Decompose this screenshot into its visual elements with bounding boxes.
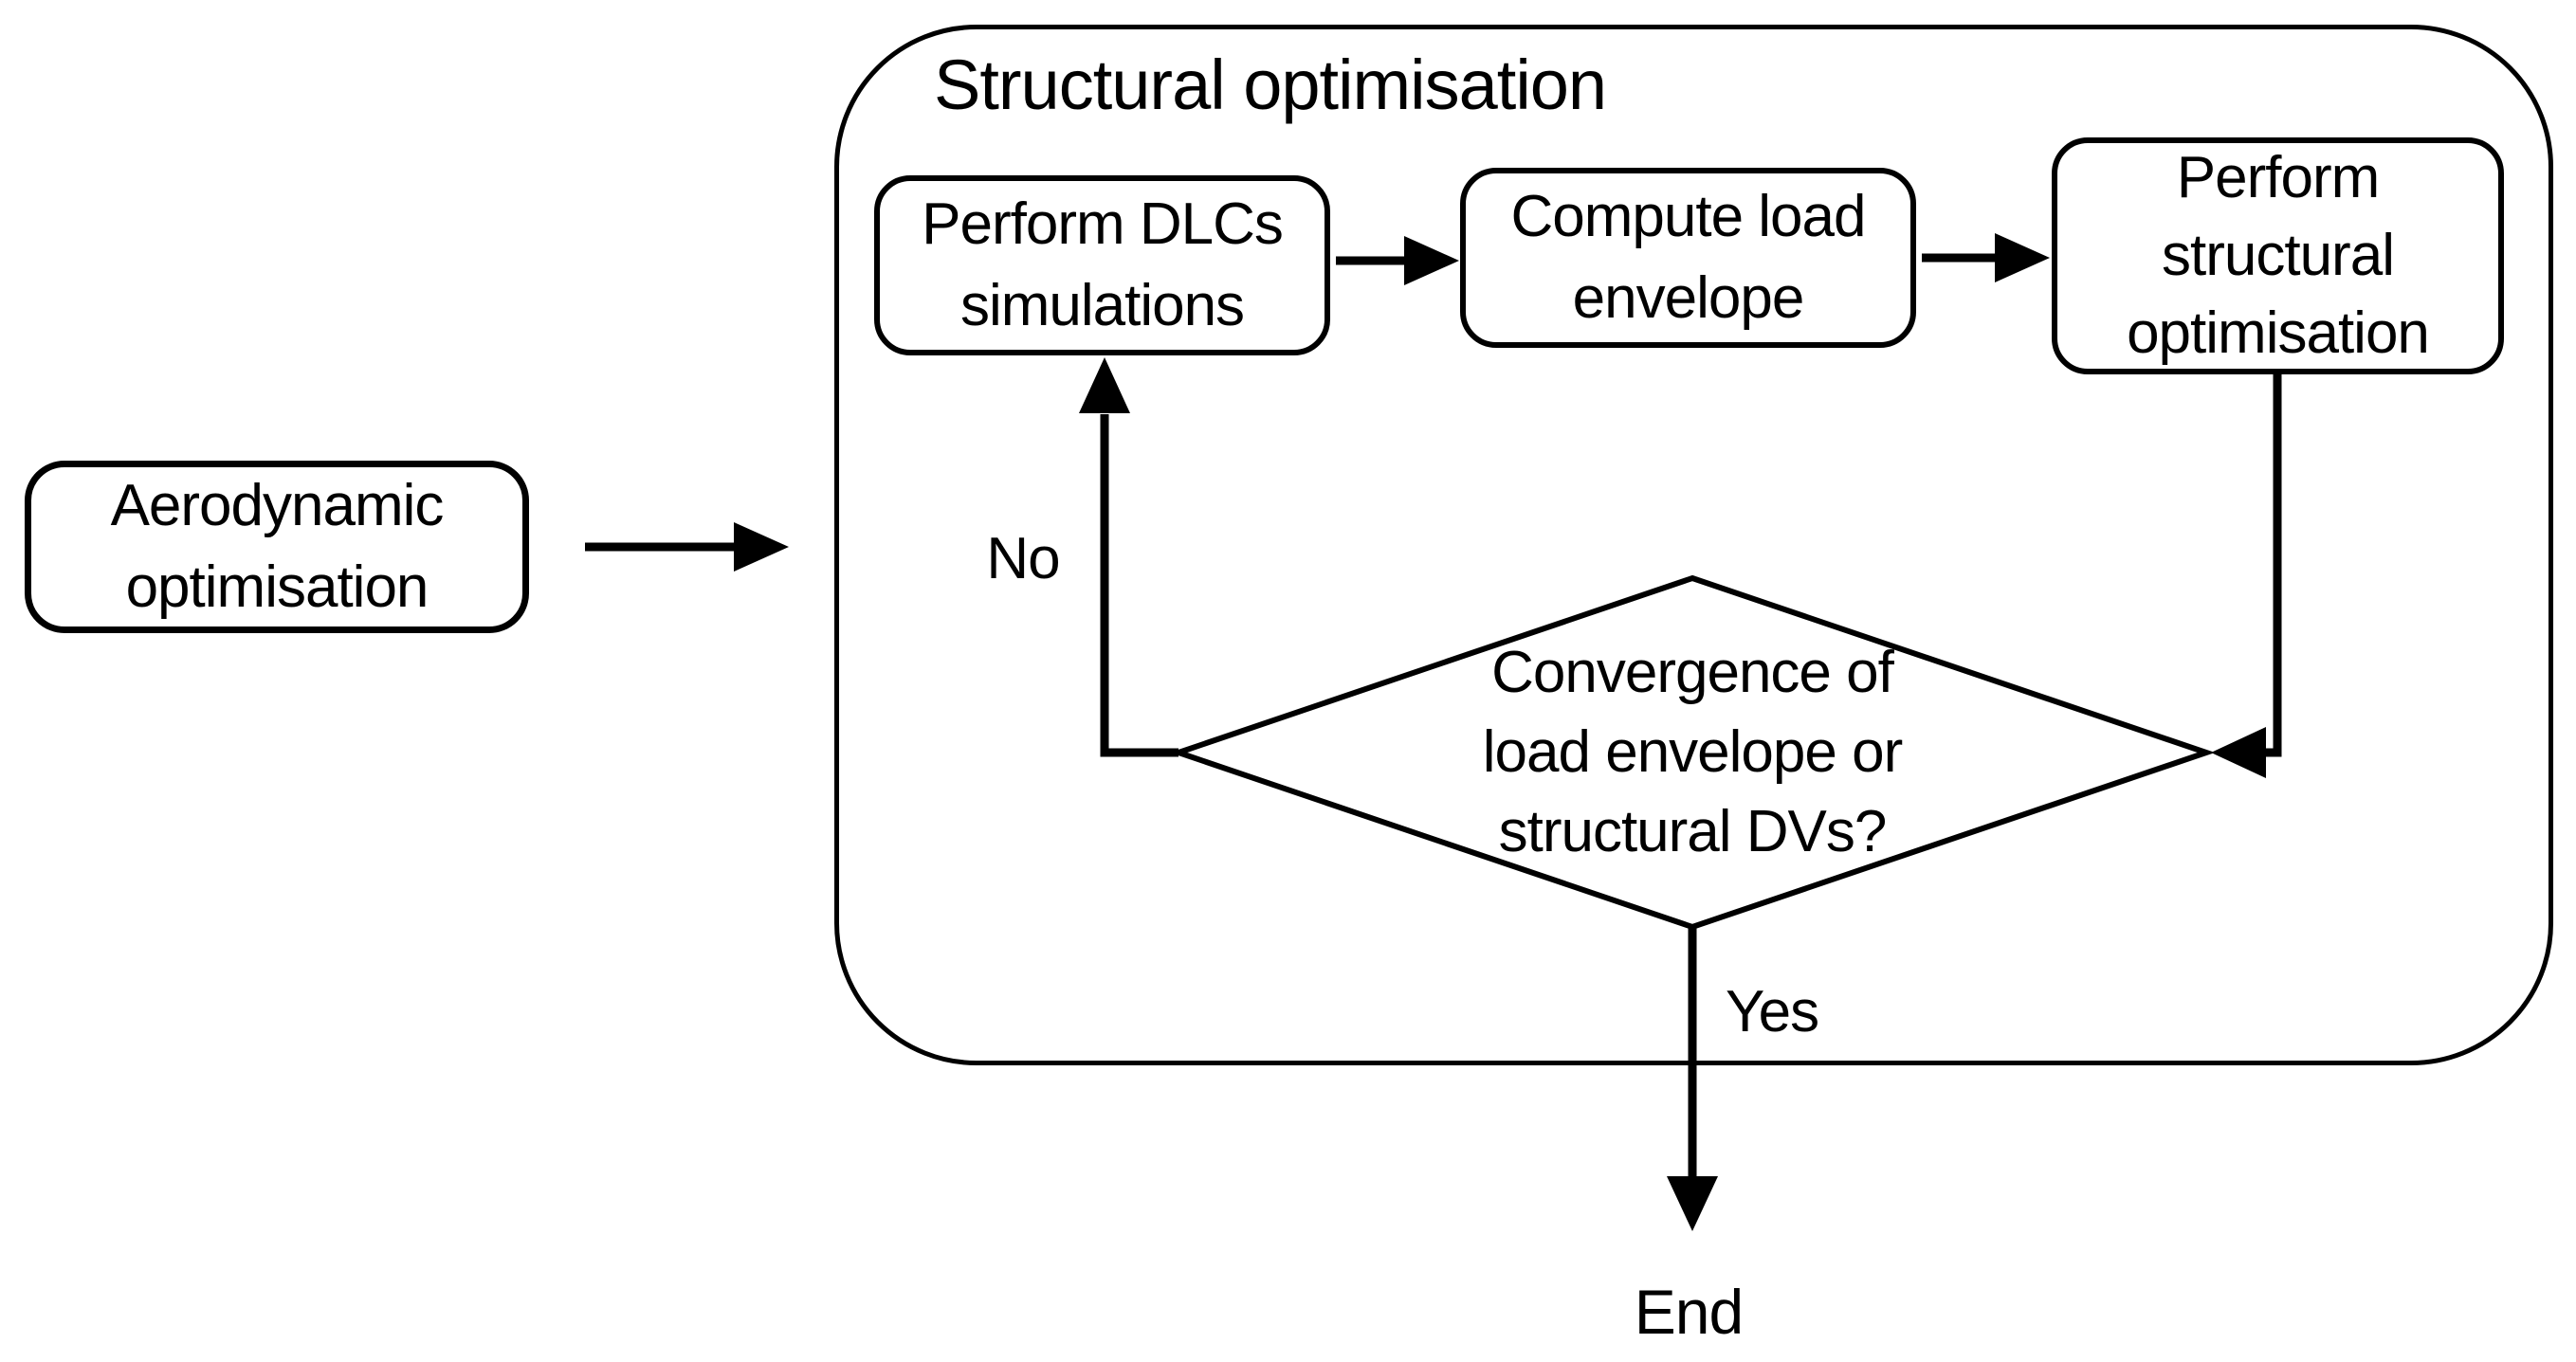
perform-structural-label: Perform structural optimisation — [2127, 145, 2430, 366]
edge-decision-yes-head — [1667, 1176, 1718, 1231]
arrow-load-to-struct-head — [1995, 233, 2050, 282]
container-title: Structural optimisation — [934, 45, 1607, 124]
arrow-dlcs-to-load-head — [1404, 236, 1459, 285]
edge-struct-to-decision-shaft — [2266, 374, 2282, 757]
aerodynamic-optimisation-label: Aerodynamic optimisation — [110, 473, 445, 620]
decision-label: Convergence of load envelope or structur… — [1482, 640, 1903, 864]
compute-load-label: Compute load envelope — [1510, 184, 1866, 331]
yes-edge-label: Yes — [1726, 979, 1819, 1044]
edge-decision-no-shaft — [1100, 414, 1178, 757]
aerodynamic-optimisation-node: Aerodynamic optimisation — [25, 461, 529, 633]
compute-load-node: Compute load envelope — [1460, 168, 1916, 348]
perform-structural-node: Perform structural optimisation — [2052, 137, 2504, 374]
perform-dlcs-label: Perform DLCs simulations — [922, 191, 1284, 338]
arrow-aero-to-container-head — [734, 522, 789, 572]
edge-decision-no-head — [1079, 357, 1130, 413]
end-label: End — [1634, 1277, 1744, 1347]
perform-dlcs-node: Perform DLCs simulations — [874, 175, 1330, 355]
no-edge-label: No — [986, 526, 1060, 591]
structural-optimisation-container: Structural optimisation — [834, 25, 2553, 1065]
edge-struct-to-decision-head — [2211, 727, 2266, 778]
